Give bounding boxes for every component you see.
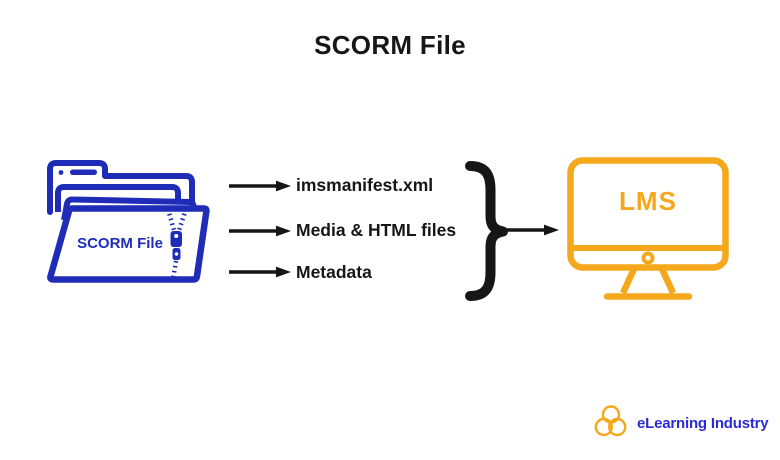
arrow-right-icon [229, 225, 291, 237]
arrow-right-icon [229, 266, 291, 278]
folder-dot-decor [58, 170, 64, 175]
zipped-folder-icon [47, 160, 210, 283]
content-item-imsmanifest: imsmanifest.xml [296, 175, 434, 195]
content-item-metadata: Metadata [296, 262, 372, 282]
monitor-screen [567, 157, 729, 271]
arrow-right-icon [501, 224, 559, 236]
folder-bar-decor [70, 169, 97, 175]
monitor-stand-leg [620, 267, 637, 295]
folder-front-flap [47, 205, 210, 283]
lms-monitor: LMS [562, 152, 742, 304]
monitor-stand-leg [659, 267, 676, 295]
lms-label: LMS [619, 186, 677, 216]
content-item-media-html: Media & HTML files [296, 220, 457, 240]
monitor-power-dot [641, 251, 655, 265]
three-rings-icon [594, 405, 627, 437]
logo-wordmark: eLearning Industry [637, 414, 769, 432]
elearning-industry-logo: eLearning Industry [593, 404, 769, 442]
arrow-right-icon [229, 180, 291, 192]
page-title: SCORM File [314, 30, 466, 60]
zipper-icon [165, 208, 189, 280]
monitor-icon [567, 157, 729, 300]
package-label: SCORM File [77, 235, 163, 252]
scorm-package: SCORM File [40, 148, 240, 293]
